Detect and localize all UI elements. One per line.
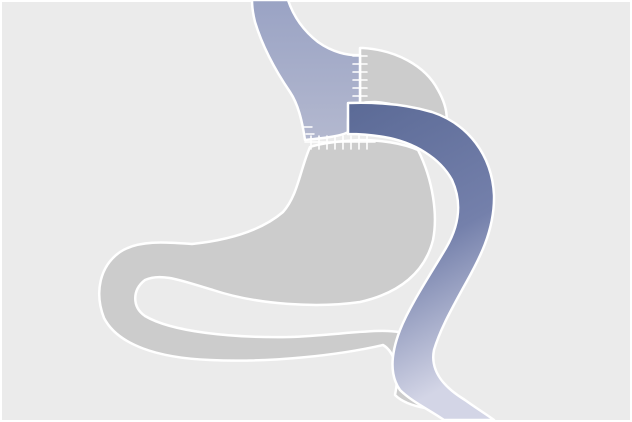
gastric-bypass-diagram <box>0 0 632 422</box>
